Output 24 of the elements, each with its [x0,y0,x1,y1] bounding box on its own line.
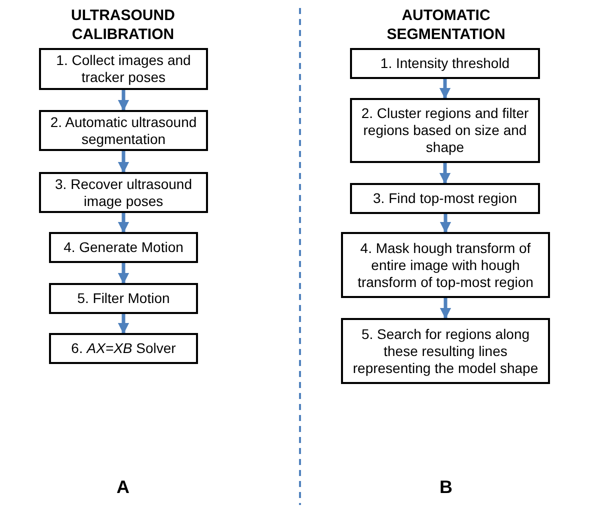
process-box: 6. AX=XB Solver [49,333,198,364]
process-box: 2. Automatic ultrasound segmentation [39,110,208,151]
arrow [118,151,130,174]
process-box: 4. Generate Motion [49,232,198,263]
heading: ULTRASOUND CALIBRATION [70,6,176,44]
process-box: 4. Mask hough transform of entire image with hough transform of top-most region [341,232,550,298]
heading: AUTOMATIC SEGMENTATION [386,6,506,44]
process-box: 5. Search for regions along these resulting lines representing the model shape [341,318,550,384]
process-box: 3. Find top-most region [350,183,540,214]
process-box: 1. Intensity threshold [350,48,540,79]
panel-letter: B [438,478,454,497]
panel-letter: A [116,478,130,497]
arrow [118,263,130,284]
arrow [439,163,451,184]
arrow [118,314,130,334]
arrow [118,213,130,234]
arrow [118,90,130,112]
process-box: 3. Recover ultrasound image poses [39,172,208,213]
arrow [440,298,452,320]
arrow [439,79,451,100]
process-box: 2. Cluster regions and filter regions based on size and shape [350,98,540,163]
arrow [440,214,452,234]
process-box: 5. Filter Motion [49,283,198,314]
process-box: 1. Collect images and tracker poses [39,48,208,90]
